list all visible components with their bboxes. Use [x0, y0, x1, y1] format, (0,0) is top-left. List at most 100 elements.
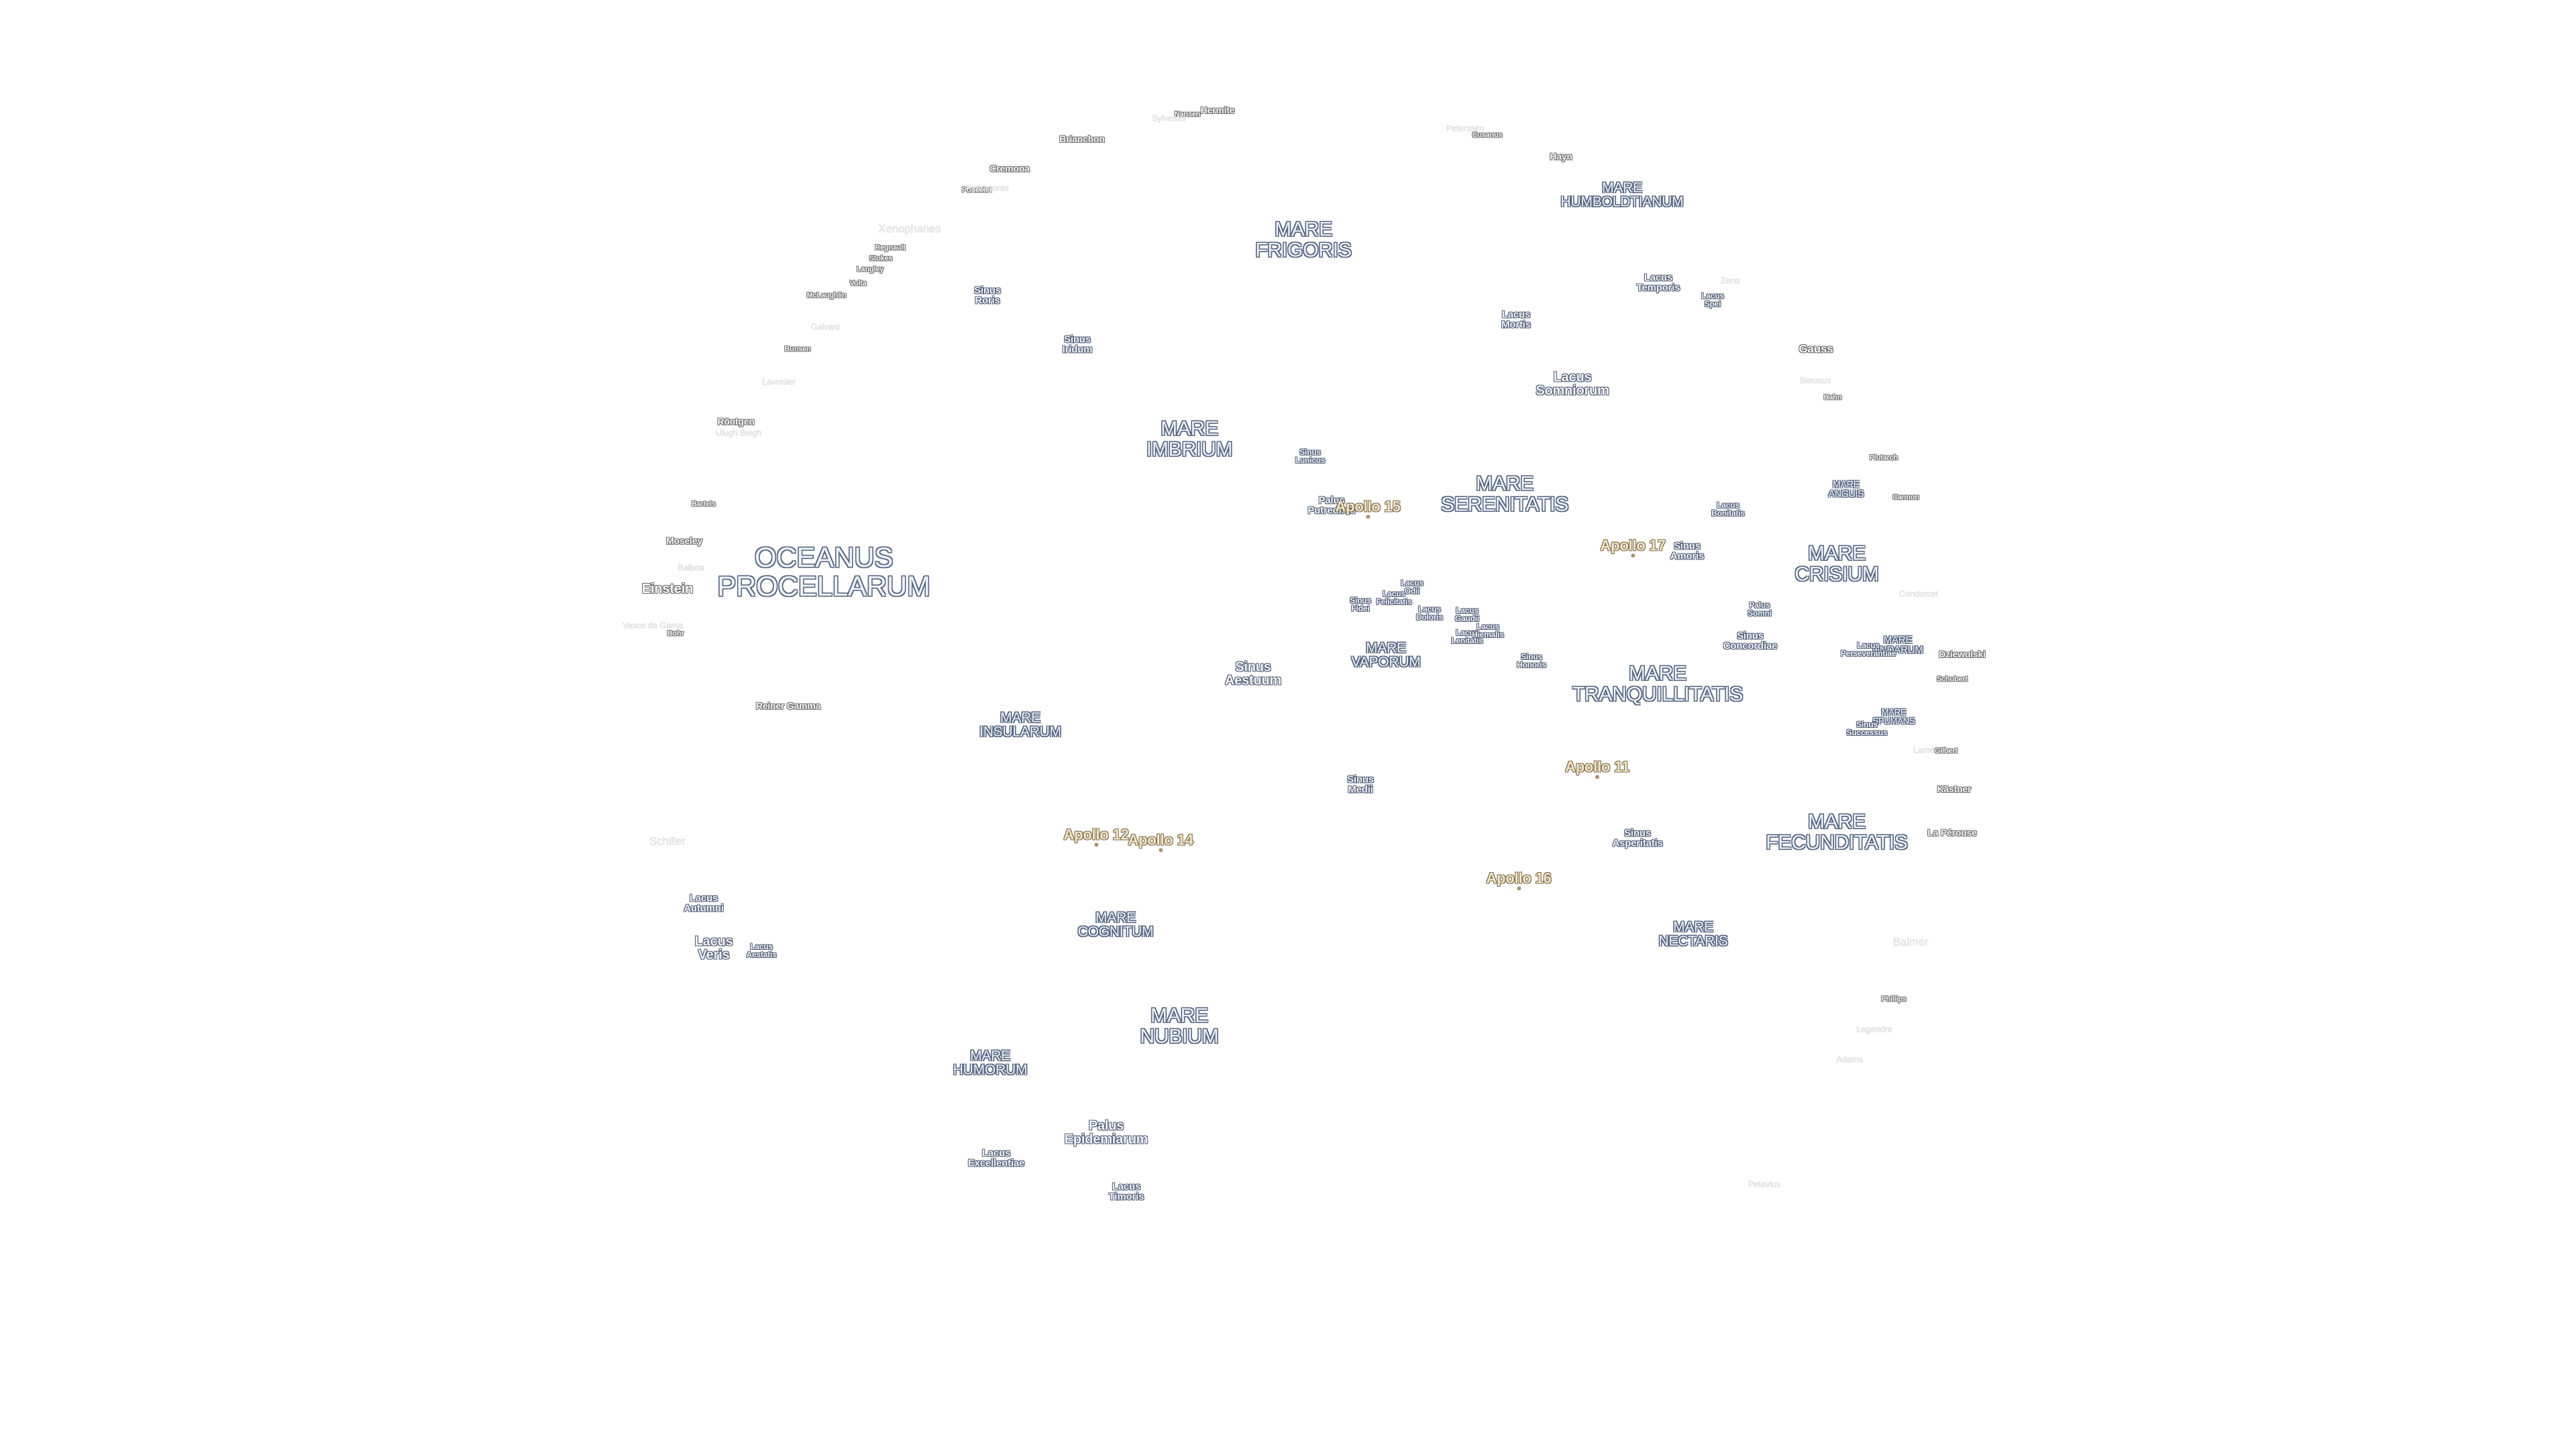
- feature-label-sinus-concordiae: Sinus Concordiae: [1723, 630, 1778, 652]
- apollo-marker-15[interactable]: Apollo 15: [1335, 498, 1401, 519]
- feature-label-lacus-perseverantiae: Lacus Perseverantiae: [1840, 640, 1896, 658]
- faint-label-peterssen: Peterssen: [1446, 123, 1485, 133]
- crater-label-bohr: Bohr: [667, 629, 684, 638]
- mare-label-nubium: MARE NUBIUM: [1140, 1004, 1219, 1047]
- crater-label-cusanus: Cusanus: [1472, 131, 1503, 140]
- apollo-marker-14[interactable]: Apollo 14: [1128, 831, 1193, 853]
- apollo-label: Apollo 11: [1565, 758, 1629, 775]
- mare-label-cognitum: MARE COGNITUM: [1077, 910, 1154, 940]
- apollo-label: Apollo 12: [1063, 826, 1129, 843]
- mare-label-serenitatis: MARE SERENITATIS: [1440, 472, 1569, 515]
- feature-label-lacus-gaudii: Lacus Gaudii: [1454, 605, 1480, 623]
- crater-label-rontgen: Röntgen: [717, 415, 755, 427]
- faint-label-condorcet: Condorcet: [1898, 588, 1939, 599]
- faint-label-galvani: Galvani: [810, 321, 840, 332]
- landing-site-dot: [1517, 886, 1521, 891]
- feature-label-sinus-honoris: Sinus Honoris: [1517, 651, 1546, 669]
- feature-label-sinus-iridum: Sinus Iridum: [1062, 333, 1093, 356]
- crater-label-nansen: Nansen: [1174, 110, 1201, 119]
- feature-label-lacus-odii: Lacus Odii: [1401, 578, 1424, 596]
- landing-site-dot: [1094, 843, 1098, 847]
- crater-label-mclaughlin: McLaughlin: [806, 291, 847, 300]
- faint-label-adams: Adams: [1836, 1054, 1863, 1065]
- apollo-label: Apollo 16: [1486, 869, 1552, 887]
- feature-label-lacus-felicitatis: Lacus Felicitatis: [1376, 588, 1412, 606]
- apollo-marker-11[interactable]: Apollo 11: [1565, 758, 1629, 780]
- apollo-marker-17[interactable]: Apollo 17: [1600, 537, 1666, 558]
- crater-label-dziewulski: Dziewulski: [1939, 648, 1986, 659]
- feature-label-lacus-spei: Lacus Spei: [1701, 290, 1724, 309]
- apollo-label: Apollo 14: [1128, 831, 1193, 849]
- mare-label-undarum: MARE UNDARUM: [1872, 634, 1923, 656]
- crater-label-hahn: Hahn: [1823, 393, 1842, 402]
- feature-label-lacus-doloris: Lacus Doloris: [1416, 604, 1443, 622]
- faint-label-lame: Lamé: [1913, 745, 1935, 755]
- faint-label-schiller: Schiller: [649, 835, 686, 848]
- crater-label-reiner-gamma: Reiner Gamma: [755, 700, 821, 711]
- apollo-label: Apollo 17: [1600, 537, 1666, 554]
- feature-label-lacus-timoris: Lacus Timoris: [1108, 1181, 1144, 1203]
- apollo-marker-12[interactable]: Apollo 12: [1063, 826, 1129, 847]
- mare-label-spumans: MARE SPUMANS: [1872, 706, 1915, 726]
- mare-label-nectaris: MARE NECTARIS: [1658, 919, 1728, 949]
- feature-label-lacus-lenitatis: Lacus Lenitatis: [1451, 627, 1483, 645]
- feature-label-sinus-aestuum: Sinus Aestuum: [1224, 659, 1282, 688]
- faint-label-balmer: Balmer: [1892, 935, 1929, 949]
- faint-label-petavius: Petavius: [1748, 1179, 1781, 1189]
- crater-label-regnault: Regnault: [875, 244, 906, 252]
- mare-label-crisium: MARE CRISIUM: [1794, 542, 1879, 585]
- feature-label-lacus-excellentiae: Lacus Excellentiae: [967, 1147, 1025, 1169]
- feature-label-sinus-asperitatis: Sinus Asperitatis: [1612, 827, 1663, 849]
- feature-label-lacus-aestatis: Lacus Aestatis: [746, 941, 777, 959]
- crater-label-cannon: Cannon: [1892, 493, 1919, 502]
- mare-label-insularum: MARE INSULARUM: [979, 710, 1061, 740]
- feature-label-sinus-medii: Sinus Medii: [1347, 773, 1374, 796]
- feature-label-sinus-lunicus: Sinus Lunicus: [1295, 447, 1326, 465]
- mare-label-imbrium: MARE IMBRIUM: [1146, 417, 1233, 460]
- crater-label-bunsen: Bunsen: [784, 345, 811, 354]
- crater-label-brianchon: Brianchon: [1059, 133, 1105, 144]
- landing-site-dot: [1595, 775, 1599, 780]
- feature-label-lacus-mortis: Lacus Mortis: [1501, 309, 1531, 331]
- crater-label-la-perouse: La Pérouse: [1927, 826, 1977, 838]
- faint-label-xenophanes: Xenophanes: [878, 222, 941, 235]
- crater-label-langley: Langley: [856, 265, 884, 274]
- mare-label-vaporum: MARE VAPORUM: [1351, 640, 1421, 670]
- faint-label-pythagoras: Pythagoras: [966, 182, 1009, 193]
- feature-label-lacus-somniorum: Lacus Somniorum: [1536, 370, 1609, 398]
- mare-label-humorum: MARE HUMORUM: [953, 1048, 1028, 1078]
- faint-label-zeno: Zeno: [1720, 275, 1740, 286]
- mare-label-humboldtianum: MARE HUMBOLDTIANUM: [1560, 180, 1684, 210]
- crater-label-cremona: Cremona: [989, 162, 1030, 174]
- feature-label-palus-putredinis: Palus Putredinis: [1307, 494, 1356, 517]
- faint-label-berosus: Berosus: [1799, 375, 1831, 386]
- feature-label-lacus-veris: Lacus Veris: [694, 934, 733, 963]
- feature-label-sinus-amoris: Sinus Amoris: [1670, 540, 1705, 562]
- landing-site-dot: [1159, 848, 1163, 853]
- apollo-label: Apollo 15: [1335, 498, 1401, 515]
- faint-label-vasco-da-gama: Vasco da Gama: [623, 620, 683, 631]
- crater-label-bartels: Bartels: [692, 500, 716, 508]
- mare-label-oceanus-procellarum: OCEANUS PROCELLARUM: [717, 541, 930, 602]
- crater-label-schubert: Schubert: [1936, 675, 1968, 684]
- feature-label-sinus-roris: Sinus Roris: [974, 284, 1001, 307]
- mare-label-tranquillitatis: MARE TRANQUILLITATIS: [1572, 662, 1743, 705]
- crater-label-volta: Volta: [849, 279, 867, 288]
- feature-label-lacus-bonitatis: Lacus Bonitatis: [1711, 500, 1745, 518]
- crater-label-kastner: Kästner: [1937, 783, 1972, 794]
- faint-label-sylvester: Sylvester: [1152, 113, 1187, 123]
- feature-label-palus-somni: Palus Somni: [1748, 600, 1772, 618]
- crater-label-stokes: Stokes: [869, 254, 893, 263]
- feature-label-lacus-autumni: Lacus Autumni: [684, 892, 724, 914]
- crater-label-plutarch: Plutarch: [1869, 453, 1898, 462]
- feature-label-lacus-temporis: Lacus Temporis: [1636, 272, 1680, 294]
- faint-label-balboa: Balboa: [678, 562, 704, 573]
- crater-label-einstein: Einstein: [641, 581, 694, 596]
- feature-label-palus-epidemiarum: Palus Epidemiarum: [1064, 1118, 1148, 1147]
- faint-label-lavoisier: Lavoisier: [761, 376, 796, 387]
- crater-label-hayn: Hayn: [1550, 150, 1572, 162]
- crater-label-gilbert: Gilbert: [1934, 747, 1958, 755]
- crater-label-poncelet: Poncelet: [961, 186, 992, 195]
- apollo-marker-16[interactable]: Apollo 16: [1486, 869, 1552, 891]
